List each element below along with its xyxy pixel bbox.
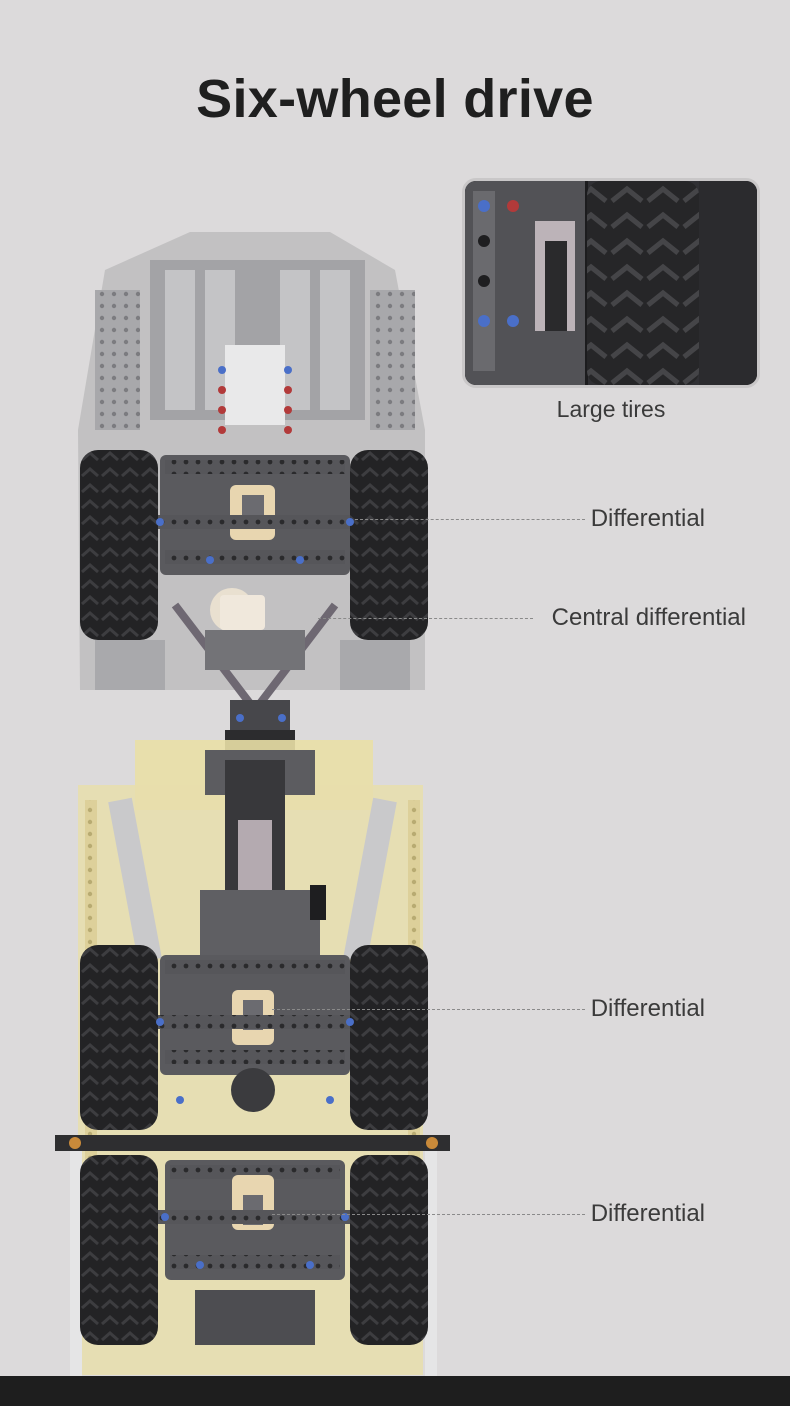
front-right-tire	[350, 450, 428, 640]
chassis-pins	[156, 518, 354, 1269]
callout-rear-differential: Differential	[272, 1199, 705, 1229]
middle-right-tire	[350, 945, 428, 1130]
cab-pins	[218, 366, 292, 434]
rear-left-tire	[80, 1155, 158, 1345]
inset-caption: Large tires	[556, 396, 666, 422]
middle-left-tire	[80, 945, 158, 1130]
callout-leader-line	[355, 519, 585, 520]
rear-axle-assembly	[155, 1160, 355, 1345]
callout-label: Central differential	[547, 603, 746, 633]
callout-leader-line	[272, 1214, 585, 1215]
front-left-tire	[80, 450, 158, 640]
tire-closeup-inset	[462, 178, 760, 388]
crossbar	[55, 1135, 450, 1151]
callout-label: Differential	[586, 504, 705, 534]
callout-label: Differential	[586, 1199, 705, 1229]
callout-middle-differential: Differential	[272, 994, 705, 1024]
page-title: Six-wheel drive	[196, 69, 594, 129]
bottom-bar	[0, 1376, 790, 1406]
callout-leader-line	[272, 1009, 585, 1010]
tire-closeup-illustration	[465, 181, 757, 385]
callout-central-differential: Central differential	[318, 603, 746, 633]
front-axle-assembly	[150, 455, 360, 717]
callout-label: Differential	[586, 994, 705, 1024]
callout-front-differential: Differential	[355, 504, 705, 534]
callout-leader-line	[318, 618, 533, 619]
middle-axle-assembly	[150, 955, 360, 1112]
rear-right-tire	[350, 1155, 428, 1345]
rear-frame	[200, 750, 326, 960]
